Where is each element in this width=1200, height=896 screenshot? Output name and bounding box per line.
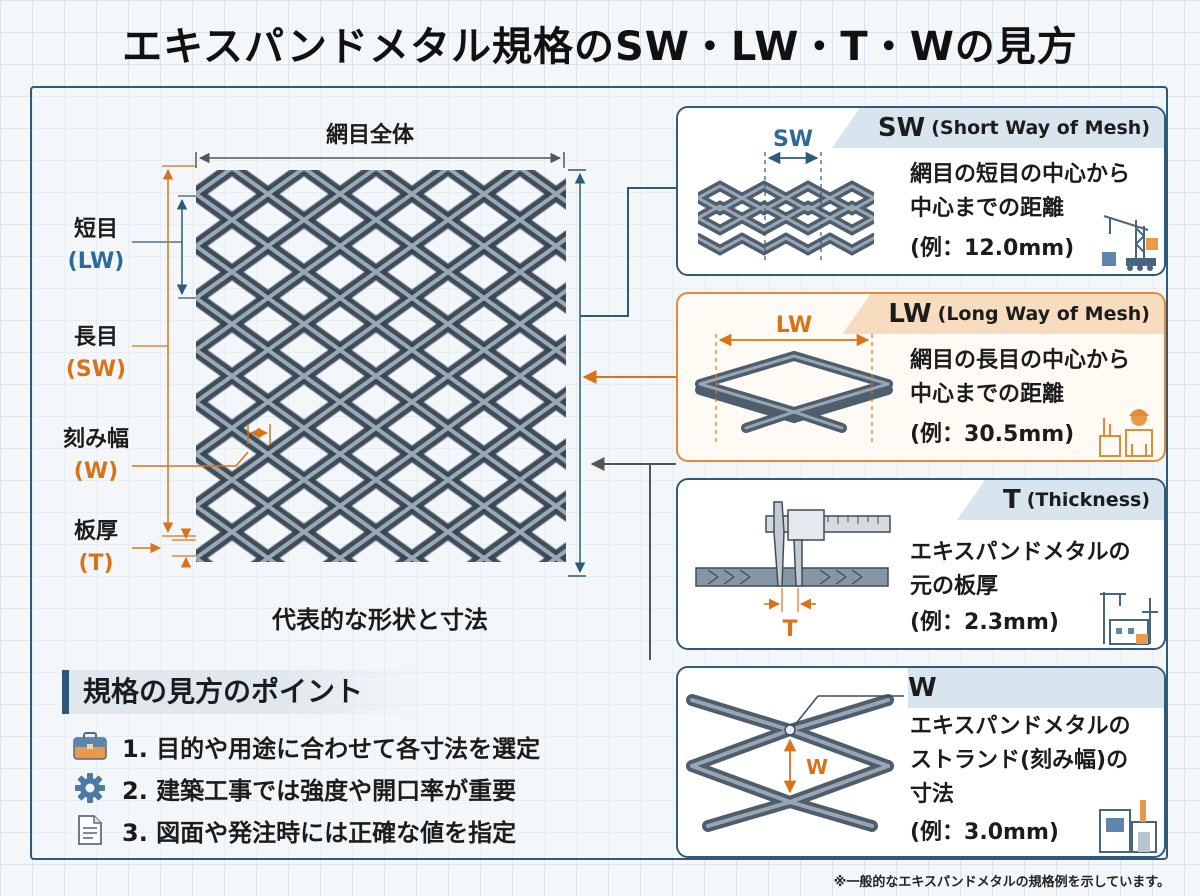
mesh-strand [196, 264, 566, 306]
point-item-2: 2. 建築工事では強度や開口率が重要 [72, 768, 516, 808]
document-icon [72, 814, 108, 846]
thickness-description: エキスパンドメタルの元の板厚 [910, 540, 1131, 599]
page-title: エキスパンドメタル規格のSW・LW・T・Wの見方 [122, 24, 1078, 70]
lw-mini-diagram: LW [695, 313, 893, 444]
point-item-1: 1. 目的や用途に合わせて各寸法を選定 [72, 726, 540, 766]
lw-example: (例：30.5mm) [910, 422, 1075, 447]
mesh-strand [196, 551, 566, 562]
lw-description: 網目の長目の中心から中心までの距離 [910, 348, 1131, 407]
point-text-3: 3. 図面や発注時には正確な値を指定 [122, 818, 517, 847]
t-mini-label: T [782, 617, 797, 642]
thickness-label: 板厚 (T) [73, 519, 118, 576]
mesh-diagram [132, 152, 676, 660]
short-way-label: 短目 (LW) [67, 217, 125, 274]
sw-example: (例：12.0mm) [910, 236, 1075, 261]
lw-mini-label: LW [776, 313, 813, 338]
crane-icon [1102, 215, 1158, 271]
strand-description: エキスパンドメタルのストランド(刻み幅)の寸法 [910, 714, 1131, 807]
thickness-card-banner: T(Thickness) [956, 480, 1164, 520]
footnote: ※一般的なエキスパンドメタルの規格例を示しています。 [833, 875, 1170, 890]
gear-icon [72, 772, 108, 804]
lw-card: LW(Long Way of Mesh) LW 網目の長目の中心から中心までの距… [676, 292, 1166, 462]
mesh-strand [196, 478, 566, 508]
strand-card-banner: W [908, 668, 1164, 708]
point-text-2: 2. 建築工事では強度や開口率が重要 [122, 776, 517, 805]
long-way-label: 長目 (SW) [65, 325, 127, 382]
building-icon [1099, 800, 1157, 853]
mesh-strand [196, 426, 566, 456]
mesh-strand [196, 374, 566, 404]
thickness-example: (例：2.3mm) [910, 610, 1059, 635]
mesh-strand [196, 322, 566, 352]
strand-mini-diagram: W [686, 694, 904, 832]
w-mini-label: W [806, 755, 828, 779]
sw-description: 網目の短目の中心から中心までの距離 [910, 162, 1131, 221]
sw-mini-diagram: SW [698, 127, 874, 264]
lw-card-banner: LW(Long Way of Mesh) [842, 294, 1164, 334]
connector-sw [580, 187, 676, 317]
factory-icon [1100, 592, 1158, 645]
mesh-strand [196, 550, 566, 562]
briefcase-icon [72, 730, 108, 762]
sw-mini-label: SW [773, 127, 813, 152]
worker-factory-icon [1099, 409, 1153, 457]
connector-w [592, 463, 651, 660]
mesh-strand [196, 530, 566, 560]
thickness-card: T(Thickness) T エキスパンドメタルの元の板厚 (例：2.3mm) [676, 478, 1166, 650]
mesh-strand [196, 218, 566, 248]
mesh-strand [196, 368, 566, 410]
mesh-strand [196, 556, 565, 562]
mesh-strand [196, 270, 566, 300]
points-heading: 規格の見方のポイント [62, 670, 422, 714]
diagram-caption: 代表的な形状と寸法 [272, 606, 488, 634]
strand-card: W W エキスパンドメタルのストランド(刻み幅)の寸法 [676, 666, 1166, 858]
caliper-diagram: T [695, 501, 891, 642]
overall-mesh-label: 網目全体 [325, 123, 414, 148]
point-item-3: 3. 図面や発注時には正確な値を指定 [72, 810, 516, 850]
strand-width-label: 刻み幅 (W) [62, 427, 129, 484]
strand-example: (例：3.0mm) [910, 820, 1059, 845]
sw-card-banner: SW(Short Way of Mesh) [831, 108, 1164, 148]
mesh-strand [196, 420, 566, 462]
mesh-strand [196, 170, 566, 202]
sw-card: SW(Short Way of Mesh) S [676, 106, 1166, 276]
expanded-metal-mesh [196, 170, 566, 562]
mesh-strand [196, 316, 566, 358]
point-text-1: 1. 目的や用途に合わせて各寸法を選定 [122, 734, 541, 763]
mesh-strand [196, 472, 566, 514]
